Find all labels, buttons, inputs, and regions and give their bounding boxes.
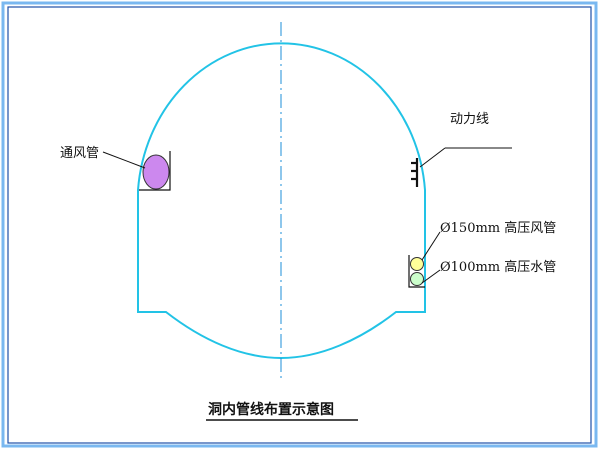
pipe-bracket <box>408 255 425 288</box>
vent-pipe-bracket <box>139 151 171 191</box>
frame-border-inner <box>7 6 592 444</box>
power-line-group: 动力线 <box>411 112 512 187</box>
water-pipe-icon <box>410 272 424 286</box>
vent-pipe-label: 通风管 <box>60 146 99 161</box>
power-line-label: 动力线 <box>450 112 489 127</box>
vent-pipe-icon <box>142 154 170 190</box>
air-pipe-label: Ø150mm 高压风管 <box>440 220 556 236</box>
vent-pipe-group: 通风管 <box>60 146 171 191</box>
water-pipe-label: Ø100mm 高压水管 <box>440 259 556 275</box>
air-pipe-leader <box>421 231 441 261</box>
pressure-pipes-group: Ø150mm 高压风管 Ø100mm 高压水管 <box>408 220 556 288</box>
air-pipe-icon <box>410 257 424 271</box>
tunnel-outline <box>137 42 426 360</box>
vent-pipe-leader <box>102 151 146 169</box>
power-line-leader <box>419 147 446 168</box>
water-pipe-leader <box>421 269 441 284</box>
cable-bracket-icon <box>411 158 419 187</box>
diagram-title: 洞内管线布置示意图 <box>208 401 334 418</box>
